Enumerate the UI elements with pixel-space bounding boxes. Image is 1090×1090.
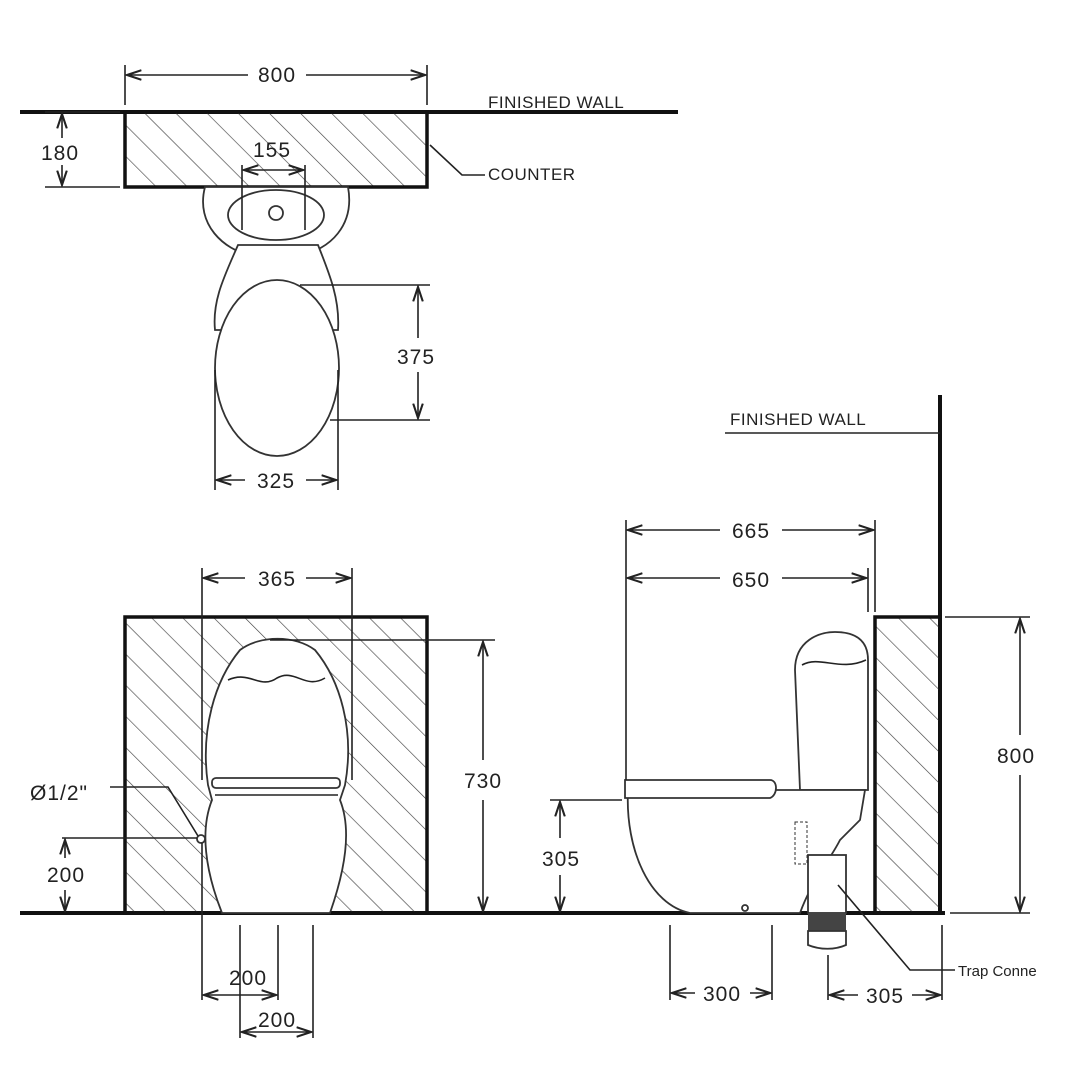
- trap-connector-label: Trap Conne: [958, 963, 1037, 980]
- dim-outlet-spacing: 155: [253, 139, 291, 162]
- tank-side: [794, 631, 869, 791]
- counter-side: [873, 615, 942, 915]
- counter-label: COUNTER: [488, 165, 576, 184]
- inlet-diameter-label: Ø1/2": [30, 782, 88, 805]
- toilet-front: [204, 637, 350, 914]
- bowl-side: [626, 789, 867, 914]
- dim-trap-offset: 305: [866, 985, 904, 1008]
- dim-counter-depth: 180: [41, 142, 79, 165]
- dim-seat-width: 325: [257, 470, 295, 493]
- front-view: 365 730 Ø1/2" 200 200 200: [30, 568, 502, 1038]
- dim-overall-depth: 665: [732, 520, 770, 543]
- seat-side: [624, 779, 777, 799]
- dim-counter-width: 800: [258, 64, 296, 87]
- dim-base-depth: 300: [703, 983, 741, 1006]
- dim-inlet-offset-1: 200: [229, 967, 267, 990]
- seat-outline: [214, 279, 340, 457]
- plan-view: FINISHED WALL 800 180 COUNTER 155 375 32…: [20, 64, 678, 493]
- inlet-point: [196, 834, 206, 844]
- dim-inlet-height: 200: [47, 864, 85, 887]
- dim-overall-height: 730: [464, 770, 502, 793]
- finished-wall-label: FINISHED WALL: [488, 93, 624, 112]
- dim-seat-length: 375: [397, 346, 435, 369]
- dim-front-seat-width: 365: [258, 568, 296, 591]
- dim-seat-height: 305: [542, 848, 580, 871]
- outlet-hole: [268, 205, 284, 221]
- dim-seat-depth: 650: [732, 569, 770, 592]
- dim-inlet-offset-2: 200: [258, 1009, 296, 1032]
- side-view: FINISHED WALL 665 650 800 305 300: [542, 395, 1037, 1008]
- side-finished-wall-label: FINISHED WALL: [730, 410, 866, 429]
- dim-counter-height: 800: [997, 745, 1035, 768]
